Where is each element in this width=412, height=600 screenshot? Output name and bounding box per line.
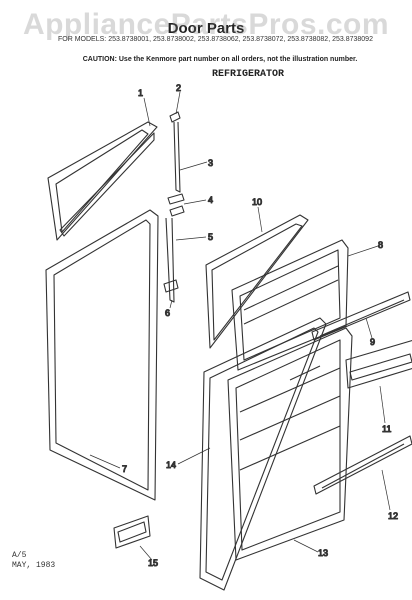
callout-7: 7 [122, 464, 127, 474]
watermark: AppliancePartsPros.com [22, 8, 390, 41]
model-number: 253.8738001 [108, 36, 150, 43]
callout-14: 14 [166, 460, 176, 470]
callout-4: 4 [208, 195, 213, 205]
callout-9: 9 [370, 337, 375, 347]
fresh-food-door-liner [199, 317, 327, 591]
model-number: 253.8738062 [197, 36, 239, 43]
door-bin [345, 340, 412, 389]
fresh-food-door [227, 327, 353, 561]
callout-10: 10 [252, 197, 262, 207]
leader-lines [89, 91, 391, 561]
section-label: REFRIGERATOR [212, 69, 285, 80]
callout-5: 5 [208, 232, 213, 242]
freezer-door [231, 239, 349, 371]
door-shelf-bar [311, 291, 411, 341]
model-number: 253.8738072 [242, 36, 284, 43]
callout-15: 15 [148, 558, 158, 568]
footer-code: A/5 [12, 551, 27, 560]
callout-3: 3 [208, 158, 213, 168]
freezer-door-gasket [47, 121, 158, 241]
page-title: Door Parts [167, 20, 245, 37]
lower-shelf-bar [313, 435, 412, 495]
dairy-compartment [113, 515, 151, 549]
model-number: 253.8738082 [287, 36, 329, 43]
callout-8: 8 [378, 240, 383, 250]
footer-note: A/5 MAY, 1983 [12, 551, 55, 571]
models-label: FOR MODELS: [58, 36, 107, 43]
callout-6: 6 [165, 308, 170, 318]
fresh-food-door-gasket [45, 209, 159, 501]
callout-2: 2 [176, 83, 181, 93]
callout-12: 12 [388, 511, 398, 521]
caution-note: CAUTION: Use the Kenmore part number on … [82, 56, 358, 63]
callout-13: 13 [318, 548, 328, 558]
model-number: 253.8738002 [152, 36, 194, 43]
model-list: FOR MODELS: 253.8738001, 253.8738002, 25… [58, 36, 373, 43]
footer-date: MAY, 1983 [12, 561, 56, 570]
callout-11: 11 [382, 424, 391, 434]
callout-1: 1 [138, 88, 143, 98]
freezer-door-liner [205, 214, 309, 349]
model-number: 253.8738092 [332, 36, 373, 43]
hinge-assembly [163, 111, 185, 303]
